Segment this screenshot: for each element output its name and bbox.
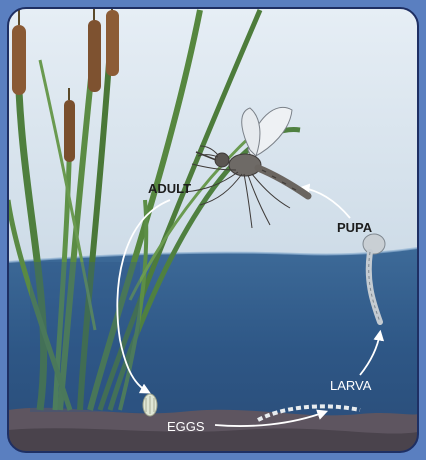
label-pupa: PUPA <box>337 220 373 235</box>
label-eggs: EGGS <box>167 419 205 434</box>
eggs-raft <box>143 394 157 416</box>
label-larva: LARVA <box>330 378 372 393</box>
label-adult: ADULT <box>148 181 191 196</box>
pond-bottom-shade <box>8 428 418 452</box>
